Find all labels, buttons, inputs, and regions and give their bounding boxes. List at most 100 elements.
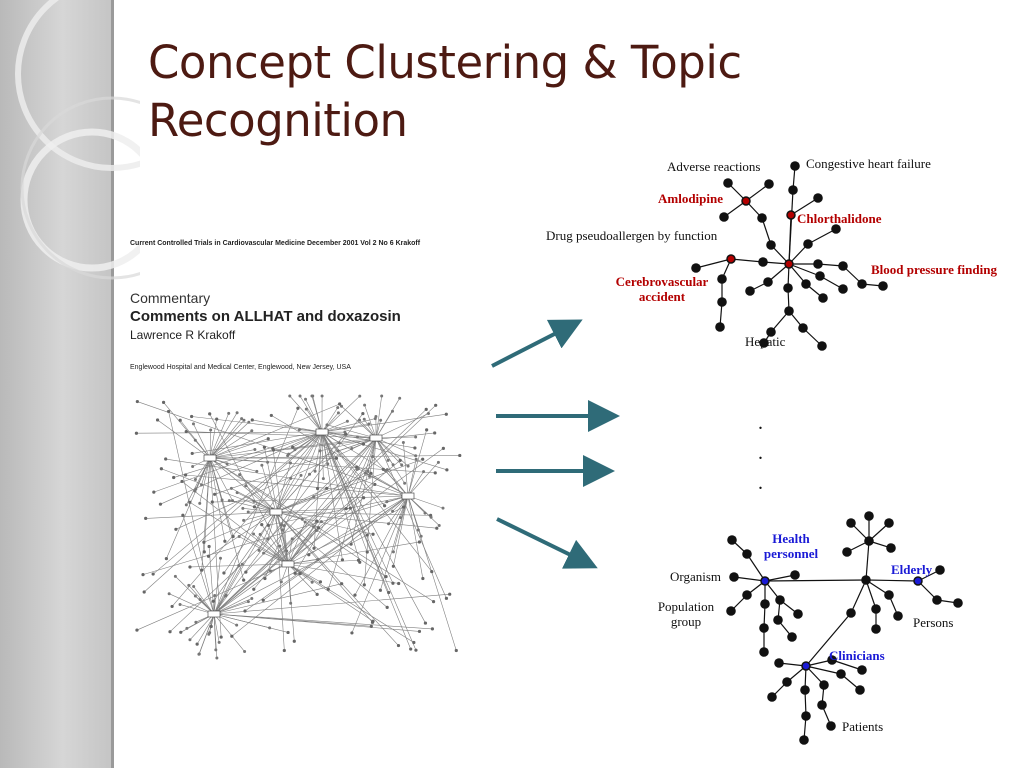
concept-node	[953, 598, 963, 608]
network-node	[412, 640, 416, 645]
network-node	[240, 562, 244, 566]
concept-node	[855, 685, 865, 695]
network-edge	[345, 437, 377, 509]
network-node	[430, 627, 434, 631]
label-congestive-heart-failure: Congestive heart failure	[806, 156, 931, 171]
network-node	[448, 592, 452, 596]
network-edge	[275, 478, 292, 513]
network-edge	[364, 404, 377, 439]
highlighted-concept-node	[786, 210, 796, 220]
network-node	[371, 454, 375, 458]
network-edge	[209, 413, 289, 565]
network-edge	[407, 459, 417, 497]
network-node	[293, 571, 297, 575]
network-node	[365, 550, 369, 554]
network-node	[444, 596, 449, 600]
network-edge	[354, 495, 409, 596]
network-node	[210, 500, 214, 504]
network-edge	[245, 437, 377, 573]
network-edge	[209, 422, 250, 459]
network-edge	[209, 430, 252, 459]
network-edge	[385, 470, 409, 497]
network-node	[262, 551, 266, 555]
network-edge	[209, 457, 257, 472]
label-health-personnel: Health personnel	[758, 531, 824, 561]
network-edge	[213, 511, 277, 602]
network-edge	[275, 473, 310, 513]
network-node	[315, 529, 319, 533]
network-edge	[319, 437, 377, 452]
network-edge	[229, 500, 277, 513]
network-edge	[209, 455, 460, 459]
concept-node	[838, 261, 848, 271]
network-node	[391, 463, 395, 467]
network-edge	[321, 431, 411, 650]
concept-node	[813, 259, 823, 269]
network-node	[180, 479, 184, 484]
network-edge	[321, 431, 368, 553]
network-edge	[244, 495, 409, 612]
concept-node	[819, 680, 829, 690]
network-edge	[136, 431, 323, 434]
network-node	[244, 484, 248, 488]
network-node	[419, 534, 423, 538]
network-node	[206, 554, 211, 558]
network-node	[252, 532, 256, 536]
network-edge	[327, 437, 377, 590]
network-edge	[209, 457, 226, 542]
network-node	[336, 411, 340, 415]
network-node	[364, 471, 368, 475]
network-node	[293, 448, 297, 452]
network-node	[252, 499, 256, 503]
network-node	[179, 630, 183, 634]
concept-node	[831, 224, 841, 234]
network-node	[190, 414, 194, 419]
highlighted-concept-node	[726, 254, 736, 264]
network-edge	[287, 530, 317, 565]
concept-node	[871, 604, 881, 614]
network-node	[316, 558, 320, 562]
network-node	[422, 470, 426, 474]
network-edge	[203, 457, 211, 552]
network-edge	[209, 457, 387, 577]
network-node	[282, 648, 286, 653]
network-edge	[201, 457, 211, 485]
concept-node	[760, 599, 770, 609]
network-node	[161, 400, 166, 404]
network-node	[298, 394, 302, 398]
network-node	[213, 492, 217, 496]
network-edge	[209, 457, 233, 501]
label-drug-pseudoallergen: Drug pseudoallergen by function	[546, 228, 718, 243]
network-node	[291, 445, 295, 449]
network-edge	[407, 495, 440, 526]
concept-node	[767, 692, 777, 702]
network-node	[319, 520, 323, 524]
network-node	[279, 580, 283, 584]
decorative-circles	[15, 0, 140, 280]
concept-node	[799, 735, 809, 745]
network-node	[434, 403, 438, 407]
network-node	[406, 464, 410, 468]
network-edge	[209, 413, 229, 459]
network-edge	[213, 448, 444, 615]
network-edge	[213, 565, 240, 615]
network-node	[362, 496, 366, 500]
network-node	[288, 461, 292, 465]
label-health-line1: Health	[772, 531, 810, 546]
concept-node	[729, 572, 739, 582]
network-edge	[213, 520, 317, 615]
network-node	[378, 588, 383, 592]
network-edge	[314, 431, 323, 472]
network-node	[361, 442, 366, 446]
concept-node	[935, 565, 945, 575]
network-node	[231, 499, 235, 503]
concept-node	[723, 178, 733, 188]
network-edge	[321, 423, 369, 433]
network-edge	[375, 437, 416, 456]
network-edge	[209, 412, 238, 459]
network-node	[421, 576, 425, 581]
network-edge	[213, 564, 243, 615]
network-edge	[287, 563, 291, 604]
network-hub	[203, 454, 217, 462]
